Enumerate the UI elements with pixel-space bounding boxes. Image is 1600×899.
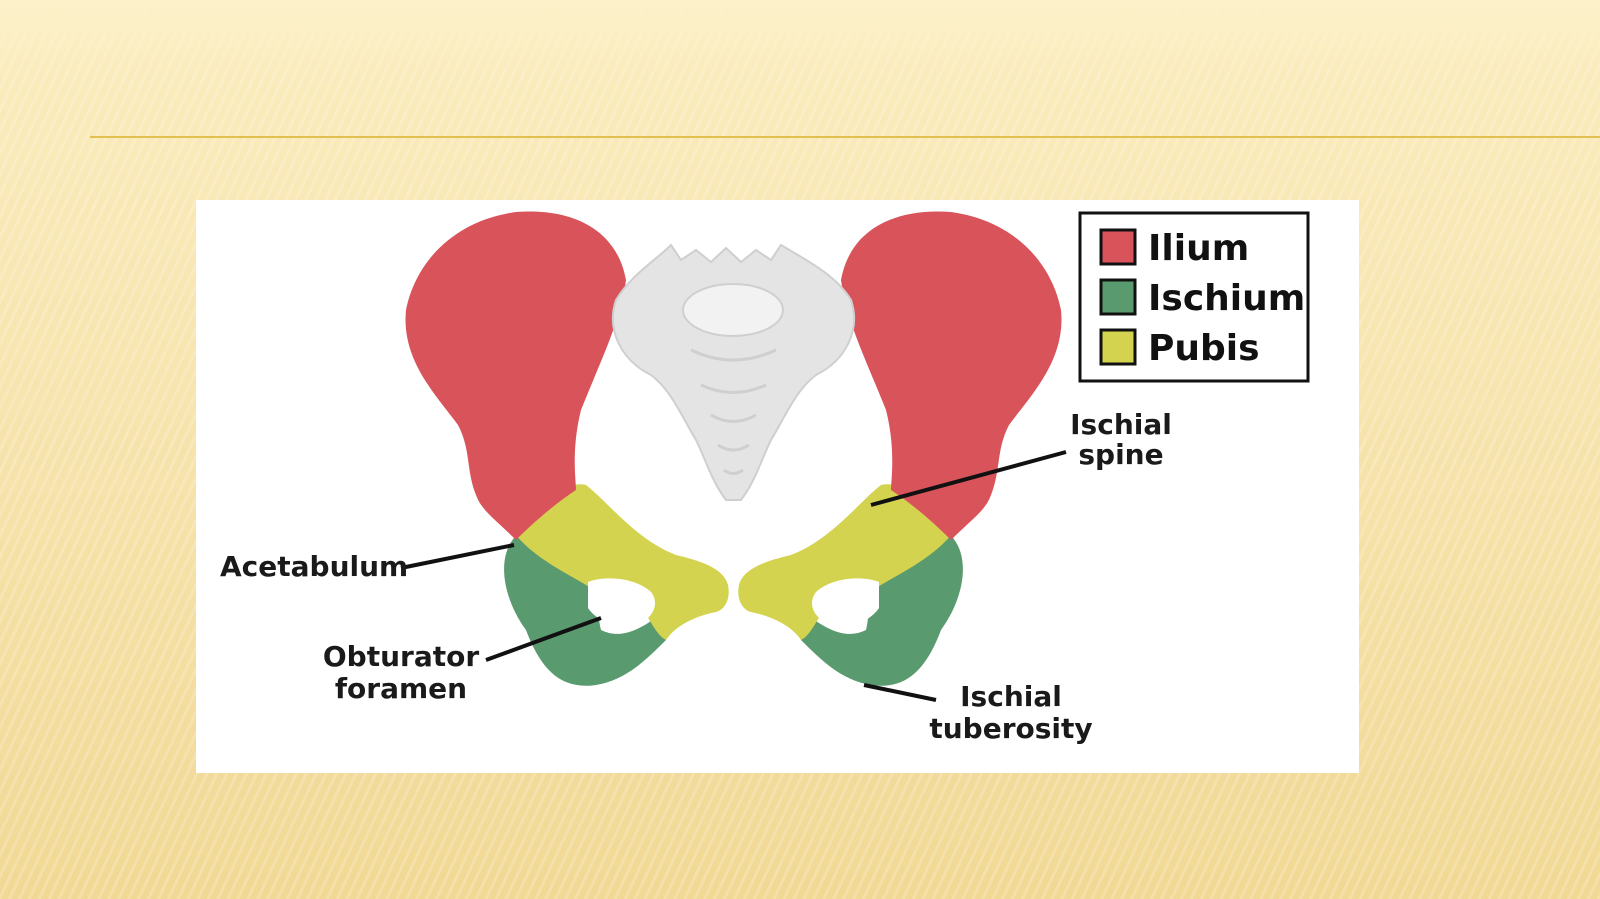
acetabulum-leader xyxy=(400,543,515,570)
legend-swatch-ischium xyxy=(1099,278,1137,316)
right-obturator-hole xyxy=(811,578,879,627)
left-obturator-hole xyxy=(588,578,656,627)
title-divider xyxy=(90,136,1600,138)
left-pubis xyxy=(516,484,729,640)
right-pubis xyxy=(738,484,951,640)
sacrum xyxy=(611,243,856,501)
spine-leader xyxy=(870,450,1067,507)
legend-swatch-ilium xyxy=(1099,228,1137,266)
label-obturator-2: foramen xyxy=(335,672,467,705)
label-tuberosity-2: tuberosity xyxy=(929,712,1092,745)
obturator-leader xyxy=(485,616,602,662)
label-spine-2: spine xyxy=(1078,438,1163,471)
slide-title-band xyxy=(0,0,1600,70)
sacral-promontory xyxy=(682,283,784,337)
pelvis-diagram: Acetabulum Obturator foramen Ischial spi… xyxy=(220,211,1310,745)
legend-label-ilium: Ilium xyxy=(1148,228,1249,269)
label-tuberosity-1: Ischial xyxy=(960,680,1062,713)
right-ilium xyxy=(841,211,1062,540)
sacral-ridges xyxy=(690,348,777,475)
label-spine-1: Ischial xyxy=(1070,408,1172,441)
pelvis-figure: Acetabulum Obturator foramen Ischial spi… xyxy=(196,200,1359,773)
legend-label-pubis: Pubis xyxy=(1148,328,1260,369)
tuberosity-leader xyxy=(863,683,937,702)
legend-label-ischium: Ischium xyxy=(1148,278,1305,319)
legend-swatch-pubis xyxy=(1099,328,1137,366)
left-ilium xyxy=(405,211,626,540)
label-obturator-1: Obturator xyxy=(323,640,479,673)
label-acetabulum: Acetabulum xyxy=(220,550,408,583)
